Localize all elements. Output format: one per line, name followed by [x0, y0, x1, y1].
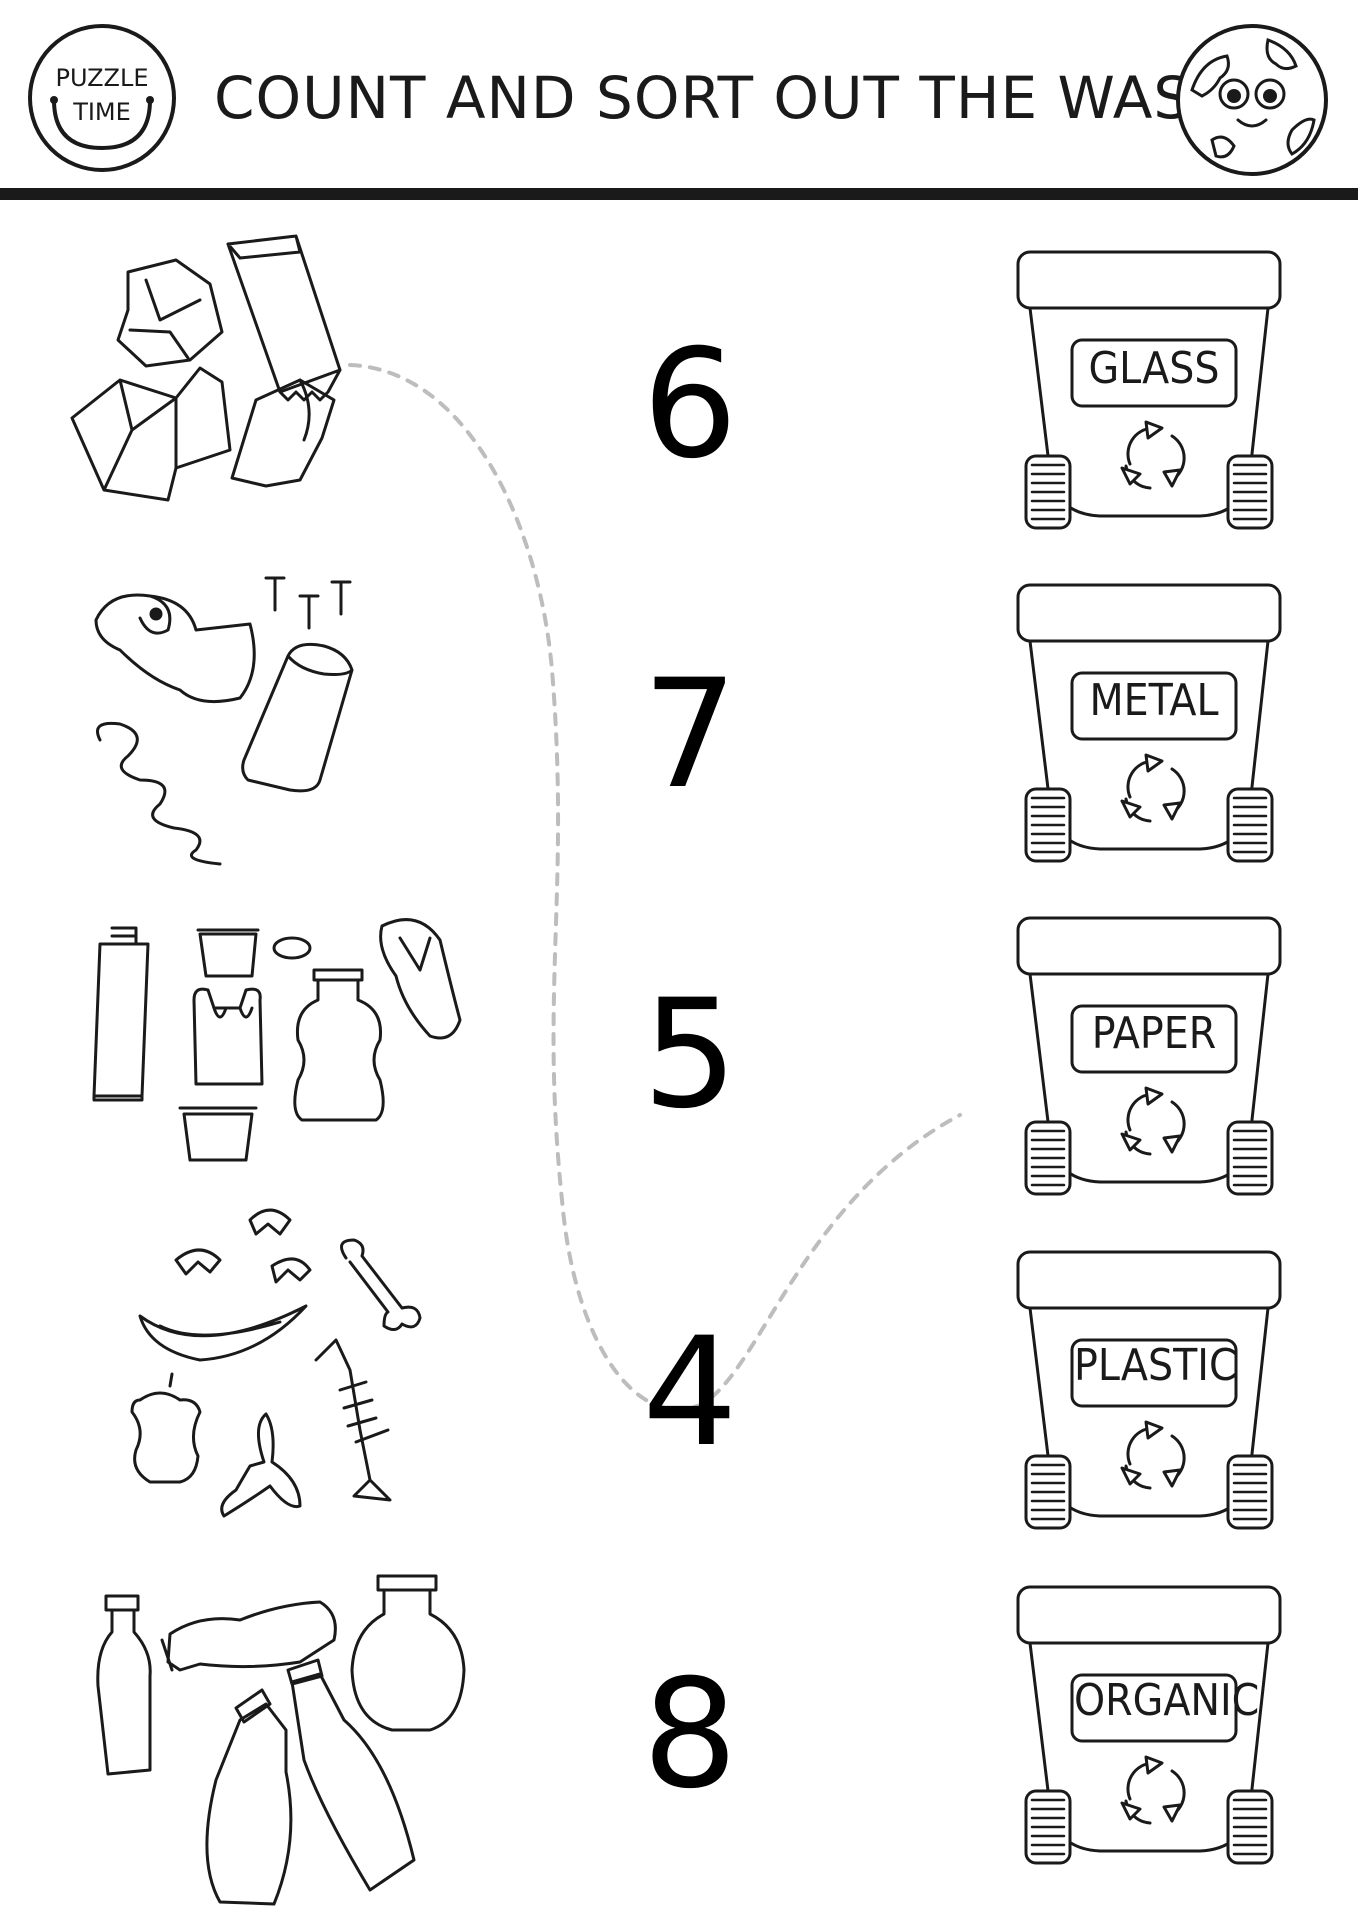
flip-flop-icon [379, 918, 462, 1040]
puzzle-time-logo: PUZZLE TIME [24, 20, 180, 176]
svg-text:PUZZLE: PUZZLE [55, 64, 148, 92]
bin-label-organic: ORGANIC [1074, 1675, 1260, 1726]
count-number[interactable]: 6 [642, 318, 738, 492]
paper-bag-icon [226, 234, 342, 402]
fish-bone-icon [314, 1338, 392, 1502]
plastic-bag-icon [192, 987, 264, 1086]
melon-rind-icon [138, 1304, 308, 1362]
recycling-bin-metal[interactable] [1016, 583, 1282, 863]
cup-icon [196, 928, 260, 978]
recycling-bin-organic[interactable] [1016, 1585, 1282, 1865]
apple-core-icon [130, 1372, 202, 1484]
bin-label-glass: GLASS [1088, 343, 1220, 394]
tin-can-icon [241, 642, 354, 793]
recycling-bin-plastic[interactable] [1016, 1250, 1282, 1530]
bottle-cap-icon [272, 936, 312, 960]
bin-label-plastic: PLASTIC [1074, 1340, 1237, 1391]
banana-peel-icon [220, 1412, 302, 1518]
header-divider [0, 188, 1358, 200]
count-number[interactable]: 8 [642, 1648, 738, 1822]
container-icon [178, 1106, 258, 1162]
page-title: COUNT AND SORT OUT THE WASTE [214, 64, 1266, 132]
tube-icon [92, 926, 150, 1102]
egg-shell-icon [174, 1208, 312, 1284]
bin-label-paper: PAPER [1091, 1008, 1217, 1059]
earth-icon [1172, 20, 1332, 180]
glass-jar-icon [350, 1574, 466, 1732]
glass-waste-group [96, 1574, 466, 1906]
count-number[interactable]: 5 [642, 968, 738, 1142]
spring-icon [96, 721, 222, 866]
plastic-waste-group [92, 918, 462, 1162]
count-number[interactable]: 4 [642, 1306, 738, 1480]
count-number[interactable]: 7 [642, 648, 738, 822]
paper-sheet-icon [230, 378, 336, 488]
bone-icon [340, 1238, 422, 1331]
organic-waste-group [130, 1208, 422, 1518]
crumpled-paper-icon [116, 258, 224, 368]
recycling-bin-glass[interactable] [1016, 250, 1282, 530]
glass-bottle-lying-icon [160, 1600, 337, 1672]
bin-label-metal: METAL [1089, 675, 1219, 726]
svg-text:TIME: TIME [72, 98, 131, 126]
wine-bottle-icon [205, 1688, 293, 1906]
wine-bottle-2-icon [286, 1658, 416, 1892]
recycling-bin-paper[interactable] [1016, 916, 1282, 1196]
worksheet-area: 6 7 5 4 8 GLASS METAL PAPER PLASTIC ORGA… [0, 200, 1358, 1920]
plastic-bottle-icon [293, 968, 385, 1122]
page-header: PUZZLE TIME COUNT AND SORT OUT THE WASTE [0, 0, 1358, 200]
cardboard-box-icon [70, 366, 232, 502]
dashed-match-path [348, 363, 962, 1412]
can-hole-icon [149, 607, 163, 621]
paper-waste-group [70, 234, 342, 502]
glass-bottle-icon [96, 1594, 152, 1776]
squashed-can-icon [94, 593, 256, 704]
nails-icon [264, 576, 352, 630]
bins [1016, 250, 1282, 1865]
metal-waste-group [94, 576, 354, 866]
